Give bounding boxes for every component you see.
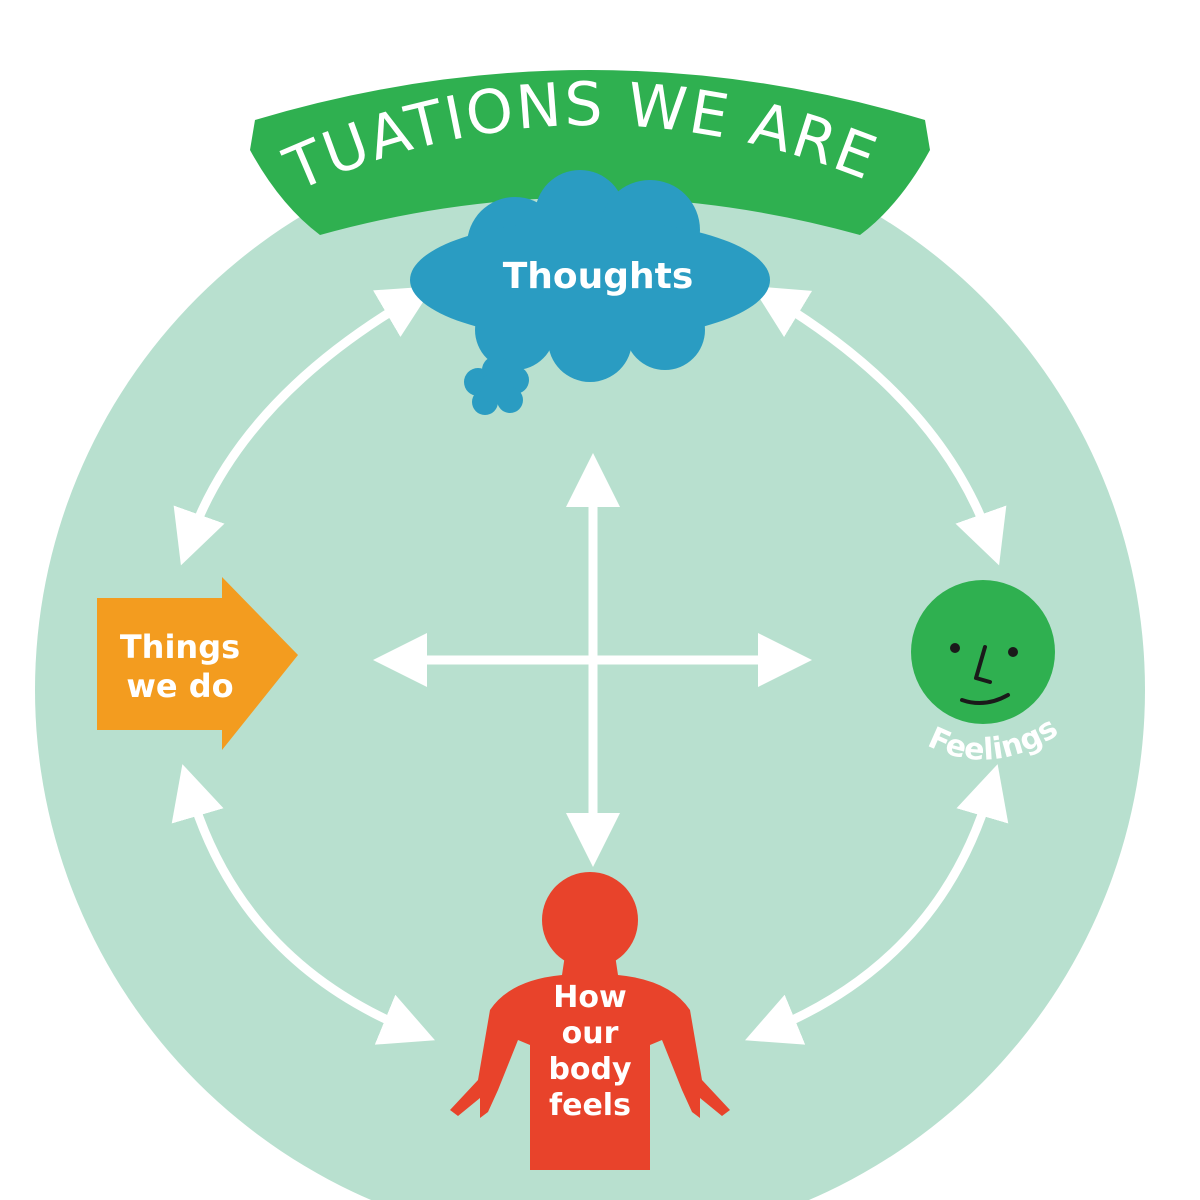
arrow-thoughts-feelings [751,286,1007,566]
body-figure-icon [450,872,730,1170]
thought-cloud-icon [410,170,770,382]
arrow-thoughts-things [173,286,434,566]
arrow-things-body [171,764,435,1045]
arrow-feelings-body [745,764,1009,1045]
body-label-line2: our [562,1016,619,1051]
things-label-line2: we do [126,667,233,705]
body-label-line4: feels [549,1088,631,1123]
things-arrow-shape [97,577,298,750]
smiley-face-icon [911,580,1055,724]
body-label-line1: How [553,980,626,1015]
small-cloud-icon [464,356,529,415]
thoughts-label: Thoughts [503,256,694,297]
body-label-line3: body [548,1052,632,1087]
things-label-line1: Things [120,628,240,666]
title-banner [250,70,930,235]
